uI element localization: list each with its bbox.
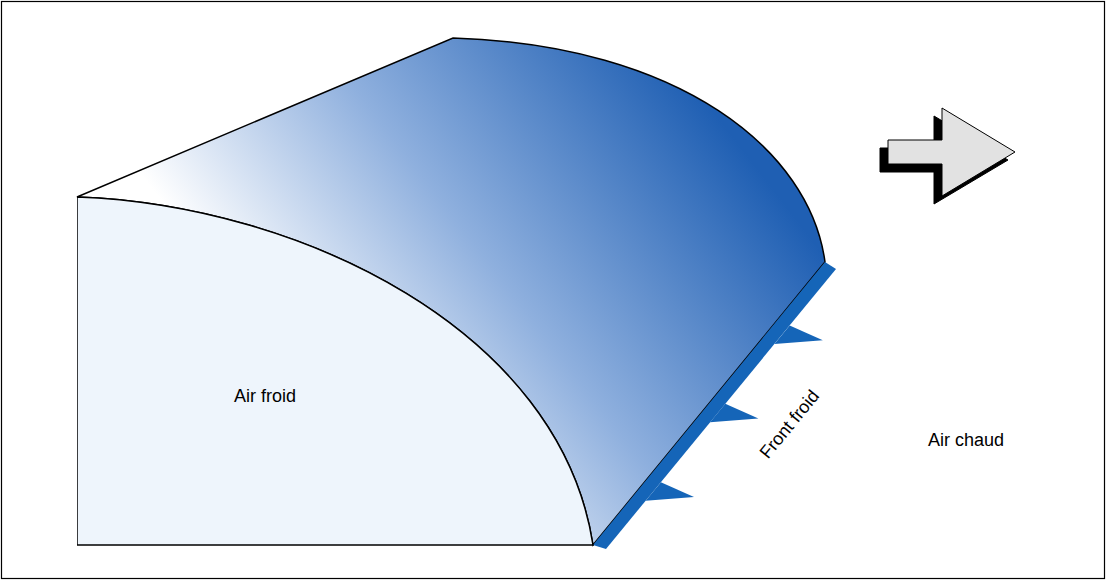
air-mass-face-shape — [77, 195, 597, 547]
cold-front-symbol — [593, 262, 836, 549]
air-mass-front-face: Air froid — [77, 195, 597, 547]
front-label: Front froid — [756, 386, 825, 463]
air-mass-label: Air chaud — [928, 430, 1004, 452]
air-mass-label: Air froid — [234, 386, 296, 408]
air-mass-top-surface — [77, 38, 825, 545]
direction-arrow — [880, 108, 1015, 204]
